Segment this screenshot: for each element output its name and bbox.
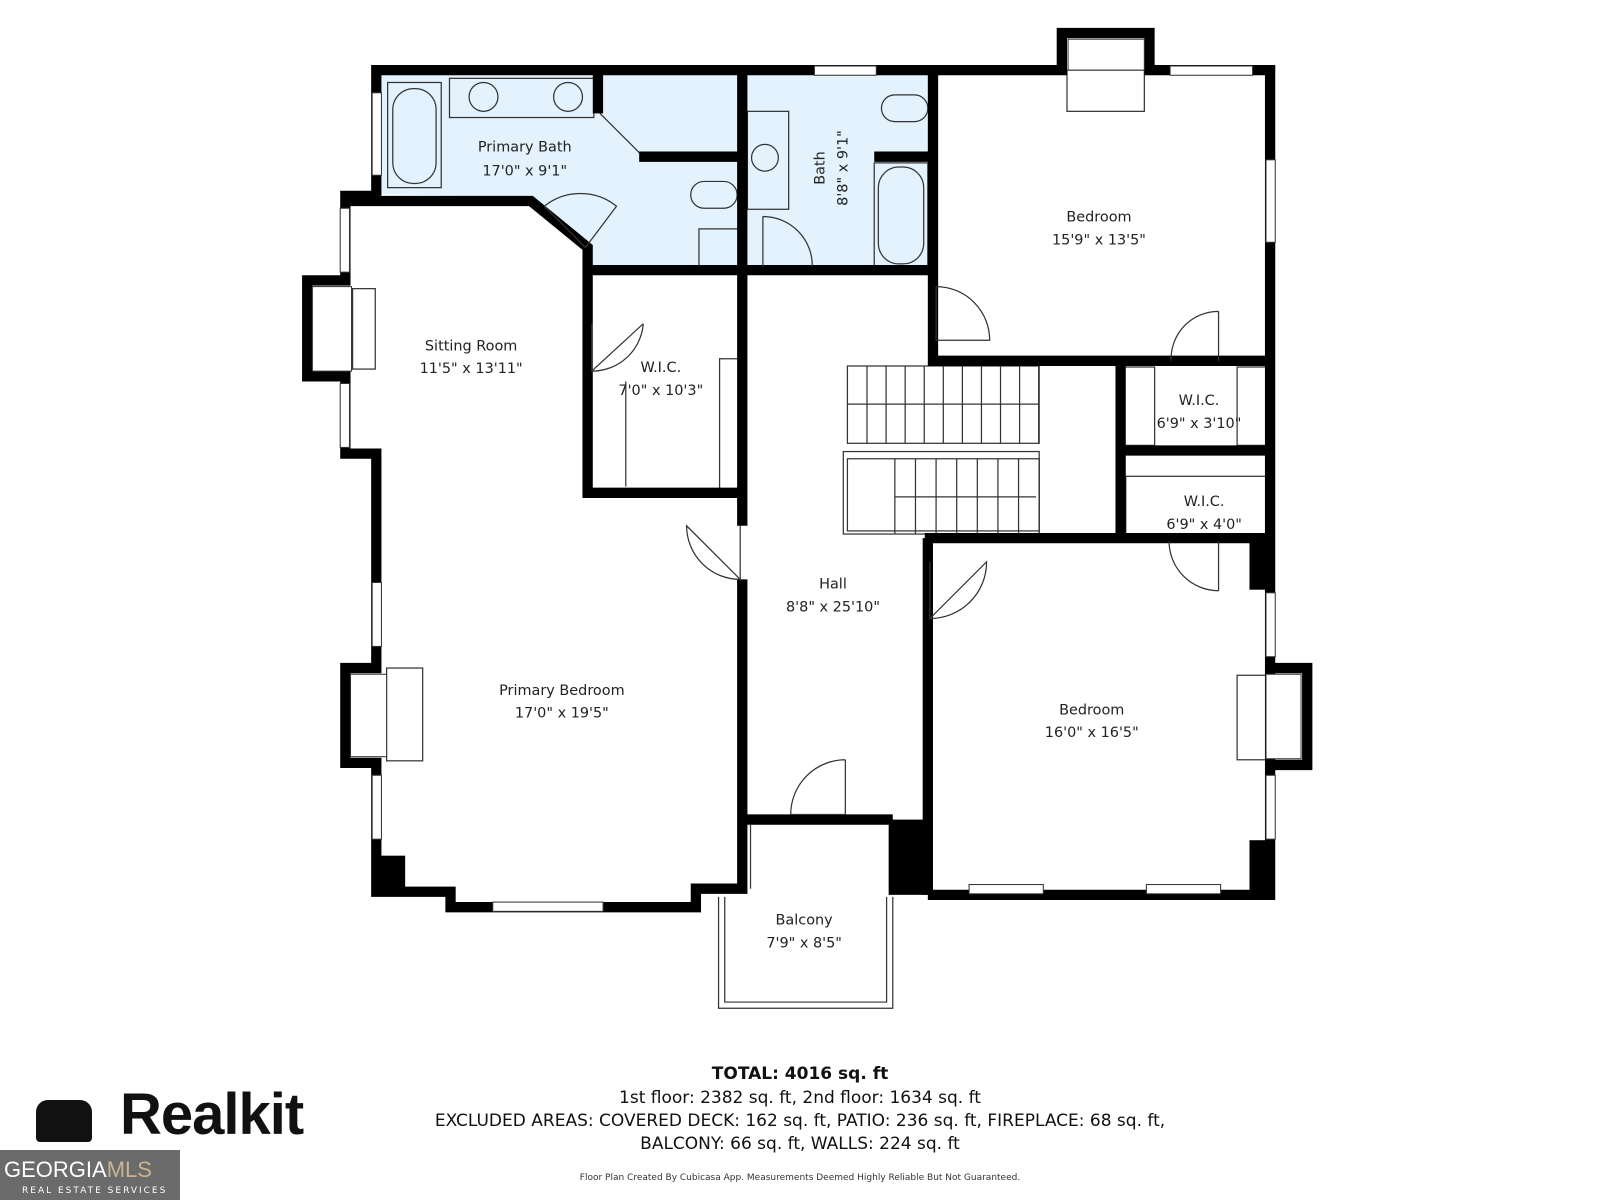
- georgia-mls-wordmark: GEORGIAMLS: [4, 1158, 152, 1182]
- room-dims: 15'9" x 13'5": [1052, 232, 1146, 248]
- room-dims: 6'9" x 4'0": [1166, 517, 1242, 533]
- credit-note: Floor Plan Created By Cubicasa App. Meas…: [579, 1173, 1021, 1183]
- room-dims: 11'5" x 13'11": [420, 361, 523, 377]
- windows: [339, 65, 1276, 912]
- room-name: W.I.C.: [1184, 494, 1225, 510]
- realkit-logo: Realkit: [120, 1082, 304, 1147]
- bath-floor: [747, 75, 930, 269]
- room-dims: 6'9" x 3'10": [1157, 416, 1242, 432]
- room-name: W.I.C.: [640, 360, 681, 376]
- room-labels: Primary Bath 17'0" x 9'1" Bath 8'8" x 9'…: [420, 130, 1242, 951]
- room-name: Sitting Room: [425, 339, 517, 355]
- georgia-text: GEORGIA: [4, 1157, 107, 1182]
- doors: [543, 192, 1220, 816]
- primary-bath-floor: [381, 75, 743, 271]
- excluded-areas-line2: BALCONY: 66 sq. ft, WALLS: 224 sq. ft: [640, 1134, 960, 1154]
- georgia-mls-subtitle: REAL ESTATE SERVICES: [22, 1186, 168, 1196]
- room-dims: 8'8" x 25'10": [786, 599, 880, 615]
- room-dims: 7'0" x 10'3": [618, 383, 703, 399]
- room-name: Primary Bath: [478, 140, 572, 156]
- room-name: Hall: [819, 577, 847, 593]
- room-name: Balcony: [776, 913, 834, 929]
- georgia-mls-logo: GEORGIAMLS REAL ESTATE SERVICES: [0, 1150, 180, 1200]
- room-dims: 16'0" x 16'5": [1045, 725, 1139, 741]
- room-dims: 17'0" x 9'1": [482, 163, 567, 179]
- realkit-logo-icon: [36, 1100, 92, 1142]
- mls-text: MLS: [106, 1157, 152, 1182]
- total-area: TOTAL: 4016 sq. ft: [711, 1064, 889, 1084]
- fireplaces: [311, 38, 1302, 760]
- excluded-areas-line1: EXCLUDED AREAS: COVERED DECK: 162 sq. ft…: [434, 1111, 1166, 1131]
- floor-areas: 1st floor: 2382 sq. ft, 2nd floor: 1634 …: [619, 1088, 981, 1108]
- room-name: Bath: [813, 151, 829, 185]
- room-dims: 7'9" x 8'5": [766, 935, 842, 951]
- room-dims: 17'0" x 19'5": [515, 706, 609, 722]
- room-name: Primary Bedroom: [499, 683, 625, 699]
- room-name: Bedroom: [1059, 702, 1124, 718]
- staircase: [842, 365, 1040, 535]
- room-name: W.I.C.: [1179, 393, 1220, 409]
- room-name: Bedroom: [1066, 210, 1131, 226]
- room-dims: 8'8" x 9'1": [835, 130, 851, 206]
